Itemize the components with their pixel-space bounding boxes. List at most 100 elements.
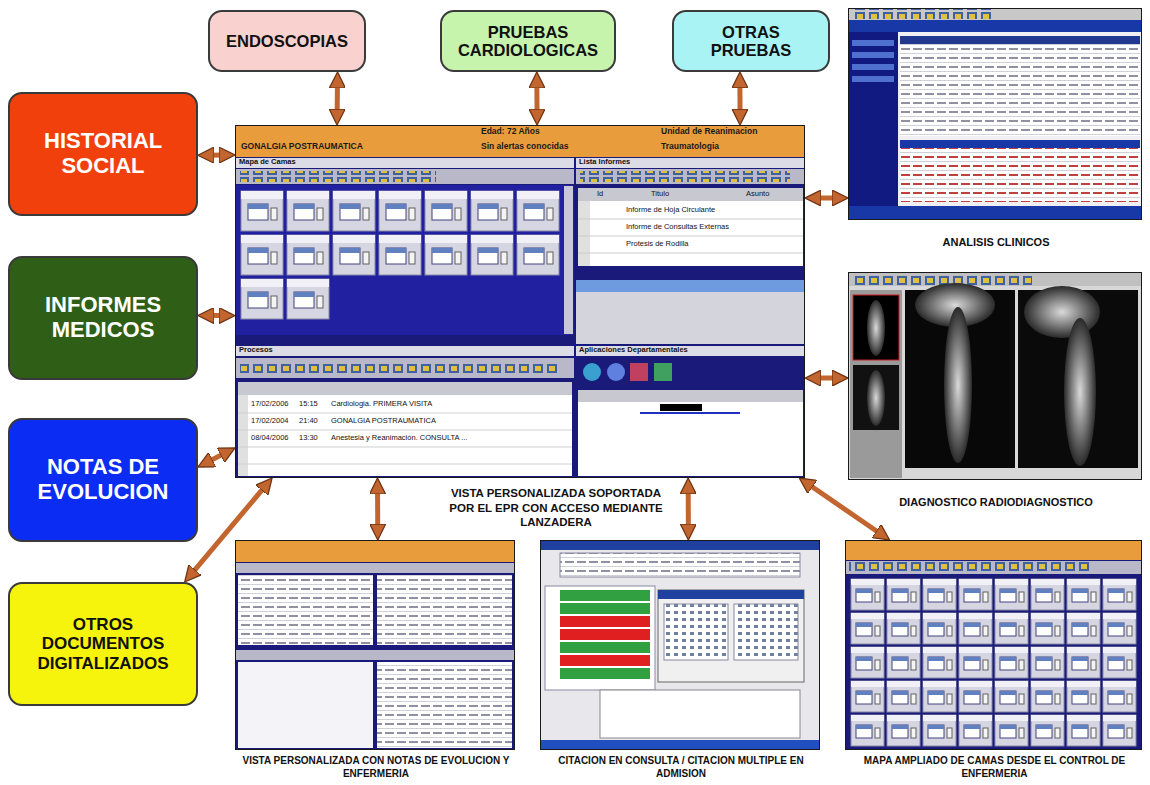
box-label: PRUEBAS CARDIOLOGICAS (458, 23, 598, 60)
screenshot-caption: ANALISIS CLINICOS (849, 235, 1143, 249)
double-arrow (813, 376, 840, 381)
screenshot-caption: VISTA PERSONALIZADA SOPORTADA POR EL EPR… (446, 486, 666, 530)
box-label: INFORMES MEDICOS (45, 293, 161, 342)
screen-text: Lista Informes (578, 158, 631, 167)
xray-image (1064, 318, 1096, 466)
report-table (578, 188, 803, 266)
screen-text: 15:15 (298, 400, 319, 409)
screen-ground (235, 125, 805, 478)
apps-table (578, 390, 803, 476)
screen-text: Mapa de Camas (238, 158, 297, 167)
screen-text: GONALGIA POSTRAUMATICA (330, 417, 437, 426)
slot-free (560, 603, 650, 614)
app-icon (583, 363, 601, 381)
screen-text: Traumatologia (660, 142, 720, 152)
pane-title (236, 158, 574, 168)
bed-tiles (240, 278, 332, 322)
selection-grid (560, 553, 800, 577)
title-bar (540, 540, 820, 550)
form-panel (600, 690, 800, 738)
nav-item (852, 64, 894, 70)
notes-screenshot (235, 540, 515, 750)
title-bar (658, 590, 804, 599)
screenshot-caption: VISTA PERSONALIZADA CON NOTAS DE EVOLUCI… (226, 755, 526, 781)
row-line (578, 236, 803, 237)
toolbar (848, 272, 1142, 286)
slot-free (560, 668, 650, 679)
double-arrow (335, 80, 340, 117)
screenshot-panel: MAPA AMPLIADO DE CAMAS DESDE EL CONTROL … (845, 540, 1142, 750)
double-arrow (205, 452, 228, 464)
lab-table (900, 148, 1140, 202)
box-label: NOTAS DE EVOLUCION (38, 455, 169, 504)
slot-free (560, 642, 650, 653)
scrollbar (564, 186, 573, 334)
xray-thumb (867, 370, 885, 426)
slot-busy (560, 629, 650, 640)
nav-item (852, 52, 894, 58)
lab-table (900, 44, 1140, 136)
toolbar (848, 8, 1142, 20)
xray-thumb (853, 295, 899, 360)
screen-text: GONALGIA POSTRAUMATICA (240, 142, 364, 152)
screen-text: Sin alertas conocidas (480, 142, 569, 152)
screen-text: Id (596, 190, 604, 199)
toolbar (236, 358, 574, 378)
notes-table (377, 575, 512, 645)
screen-text: 08/04/2006 (250, 434, 290, 443)
notes-panel (238, 662, 373, 748)
preview-area (576, 292, 804, 344)
toolbar (236, 563, 514, 573)
preview-bar (576, 280, 804, 292)
screen-text: Procesos (238, 346, 274, 355)
pane-title (236, 346, 574, 356)
screen-ground (540, 540, 820, 750)
screen-text: 17/02/2006 (250, 400, 290, 409)
screen-text: Asunto (745, 190, 770, 199)
screen-text: Informe de Consultas Externas (625, 223, 730, 232)
agenda (545, 586, 655, 690)
calendar (664, 604, 728, 660)
slot-free (560, 590, 650, 601)
screenshot-caption: CITACION EN CONSULTA / CITACION MULTIPLE… (541, 755, 821, 781)
double-arrow (534, 80, 539, 117)
title-bar (848, 20, 1142, 32)
row-line (578, 253, 803, 254)
table-header (578, 188, 803, 201)
box-label: OTRAS PRUEBAS (711, 23, 792, 60)
app-icon (607, 363, 625, 381)
bed-tiles (240, 190, 562, 278)
calendar-dialog (658, 590, 804, 682)
lab-screenshot (848, 8, 1142, 220)
double-arrow (737, 80, 742, 117)
row-gutter (578, 201, 590, 266)
topic-box: PRUEBAS CARDIOLOGICAS (440, 10, 616, 72)
table-header (578, 390, 803, 402)
patient-header (235, 125, 805, 157)
screen-ground (848, 272, 1142, 480)
epr-screenshot (235, 125, 805, 478)
screenshot-caption: DIAGNOSTICO RADIODIAGNOSTICO (849, 495, 1143, 509)
bed-tiles (850, 578, 1138, 748)
screen-ground (845, 540, 1142, 750)
screen-ground (235, 540, 515, 750)
table-header (900, 140, 1140, 148)
screenshot-caption: MAPA AMPLIADO DE CAMAS DESDE EL CONTROL … (846, 755, 1143, 781)
topic-box: OTRAS PRUEBAS (672, 10, 830, 72)
appointment-screenshot (540, 540, 820, 750)
screen-text: Edad: 72 Años (480, 127, 541, 137)
screen-text: Anestesia y Reanimación. CONSULTA ... (330, 434, 468, 443)
screenshot-panel: CITACION EN CONSULTA / CITACION MULTIPLE… (540, 540, 820, 750)
xray-thumb (853, 365, 899, 430)
row-line (238, 413, 572, 414)
topic-box: ENDOSCOPIAS (208, 10, 366, 72)
screenshot-panel: VISTA PERSONALIZADA SOPORTADA POR EL EPR… (235, 125, 805, 478)
box-label: HISTORIAL SOCIAL (44, 129, 162, 178)
pane-title (576, 158, 804, 168)
topic-box: HISTORIAL SOCIAL (8, 92, 198, 216)
toolbar (576, 169, 804, 184)
screen-text: Protesis de Rodilla (625, 240, 690, 249)
redaction-bar (660, 404, 702, 411)
